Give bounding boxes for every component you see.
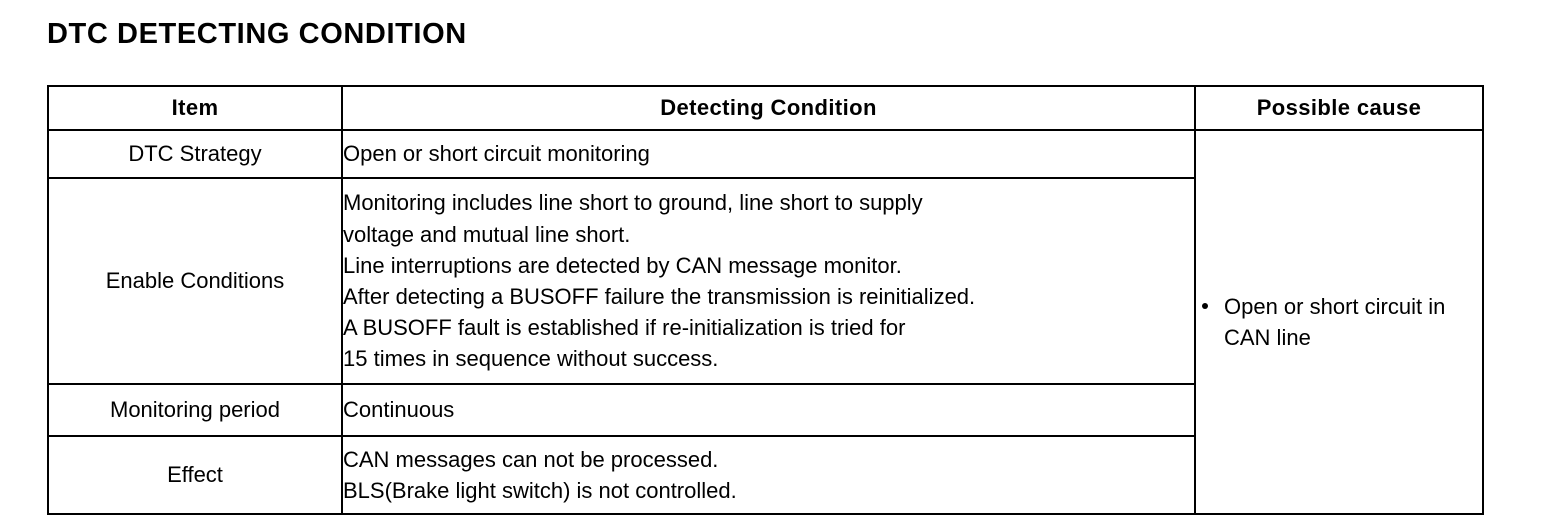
- list-item: Open or short circuit in CAN line: [1196, 291, 1482, 353]
- detect-line: Continuous: [343, 397, 455, 423]
- column-header-item: Item: [47, 85, 343, 131]
- detect-line: BLS(Brake light switch) is not controlle…: [343, 478, 737, 503]
- column-header-detecting-condition: Detecting Condition: [341, 85, 1196, 131]
- detect-line: Open or short circuit monitoring: [343, 141, 650, 167]
- table-row: Effect CAN messages can not be processed…: [47, 435, 1483, 515]
- possible-cause-cell: Open or short circuit in CAN line: [1194, 129, 1484, 515]
- bullet-icon: [1202, 302, 1208, 309]
- detecting-condition-monitoring-period: Continuous: [341, 383, 1196, 437]
- detecting-condition-enable-conditions: Monitoring includes line short to ground…: [341, 177, 1196, 385]
- table-row: DTC Strategy Open or short circuit monit…: [47, 129, 1484, 515]
- detect-line: voltage and mutual line short.: [343, 221, 631, 247]
- page-title: DTC DETECTING CONDITION: [47, 18, 467, 50]
- possible-cause-text: Open or short circuit in CAN line: [1224, 293, 1446, 350]
- item-label-effect: Effect: [47, 435, 343, 515]
- item-label-dtc-strategy: DTC Strategy: [47, 129, 343, 179]
- table-row: Enable Conditions Monitoring includes li…: [47, 177, 1483, 385]
- detecting-condition-dtc-strategy: Open or short circuit monitoring: [341, 129, 1196, 179]
- detect-line: Monitoring includes line short to ground…: [343, 190, 923, 216]
- table-row: Monitoring period Continuous: [47, 383, 1483, 437]
- possible-cause-list: Open or short circuit in CAN line: [1196, 291, 1482, 353]
- detect-line: CAN messages can not be processed.: [343, 446, 719, 472]
- item-label-enable-conditions: Enable Conditions: [47, 177, 343, 385]
- detecting-condition-effect: CAN messages can not be processed. BLS(B…: [341, 435, 1196, 515]
- table-header-row: Item Detecting Condition Possible cause: [47, 85, 1484, 131]
- detect-line: After detecting a BUSOFF failure the tra…: [343, 284, 976, 309]
- detect-line: A BUSOFF fault is established if re-init…: [343, 315, 906, 341]
- dtc-detecting-condition-table: Item Detecting Condition Possible cause …: [47, 85, 1484, 515]
- item-label-monitoring-period: Monitoring period: [47, 383, 343, 437]
- column-header-possible-cause: Possible cause: [1194, 85, 1484, 131]
- detect-line: 15 times in sequence without success.: [343, 346, 719, 372]
- detect-line: Line interruptions are detected by CAN m…: [343, 252, 902, 278]
